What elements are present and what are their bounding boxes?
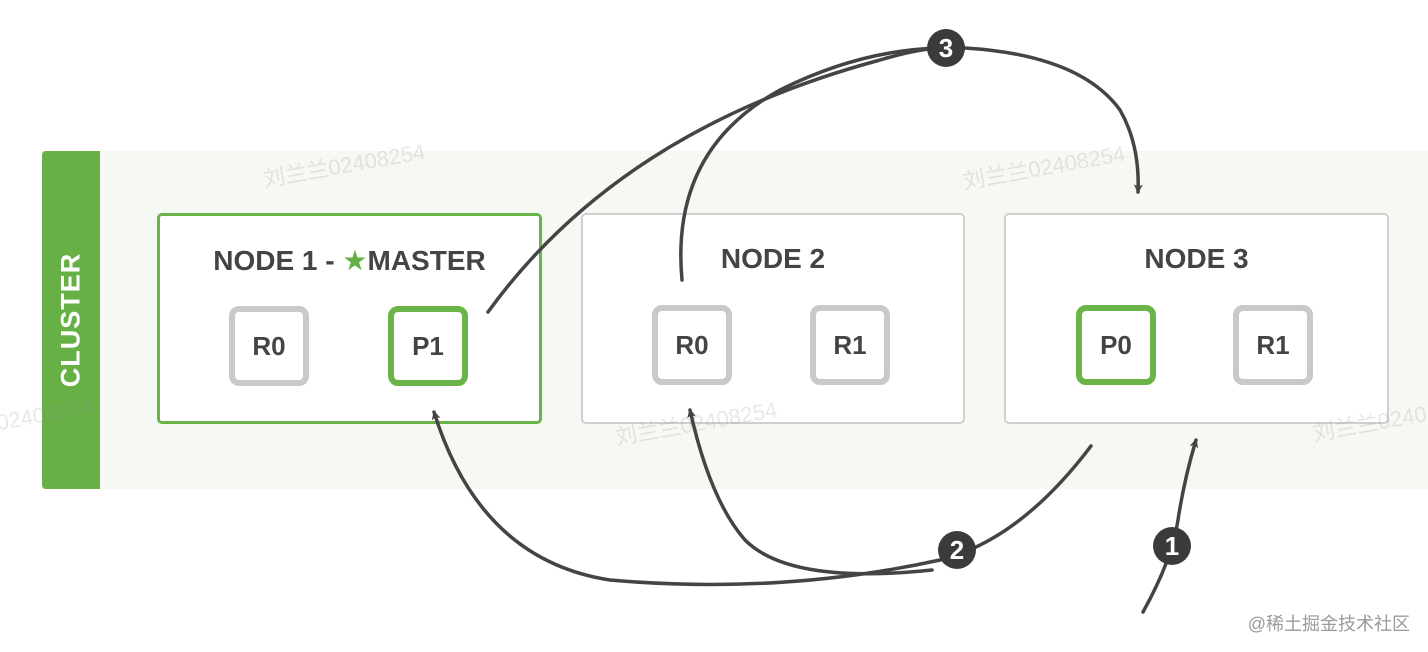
step-markers: 3 2 1 [927, 29, 1191, 569]
shard-replica-r0: R0 [229, 306, 309, 386]
node-1-title-suffix: MASTER [367, 245, 486, 276]
shard-replica-r1: R1 [810, 305, 890, 385]
node-3: NODE 3 P0 R1 [1004, 213, 1389, 424]
star-icon: ★ [342, 245, 368, 276]
shard-replica-r1: R1 [1233, 305, 1313, 385]
node-2-title: NODE 2 [720, 243, 826, 274]
arrow-step-2-to-node-1 [431, 410, 1093, 587]
step-badge-3 [927, 29, 965, 67]
shard-primary-p0: P0 [1076, 305, 1156, 385]
shard-primary-p1: P1 [388, 306, 468, 386]
node-1-master: NODE 1 - ★MASTER R0 P1 [157, 213, 542, 424]
step-number-2: 2 [950, 535, 964, 565]
step-number-1: 1 [1165, 531, 1179, 561]
arrow-step-1 [1141, 438, 1199, 614]
brand-watermark: @稀土掘金技术社区 [1247, 614, 1410, 634]
step-badge-1 [1153, 527, 1191, 565]
arrow-step-3-from-node-1 [486, 45, 962, 314]
cluster-bar [42, 151, 100, 489]
arrow-step-2-to-node-2 [687, 408, 934, 576]
node-2: NODE 2 R0 R1 [581, 213, 965, 424]
shard-replica-r0: R0 [652, 305, 732, 385]
step-number-3: 3 [939, 33, 953, 63]
arrow-step-3-to-node-3 [963, 46, 1143, 194]
node-3-title: NODE 3 [1144, 243, 1249, 274]
node-1-title: NODE 1 - ★MASTER [160, 244, 539, 277]
step-badge-2 [938, 531, 976, 569]
arrow-step-3-from-node-2 [679, 46, 942, 282]
node-1-title-prefix: NODE 1 - [213, 245, 343, 276]
